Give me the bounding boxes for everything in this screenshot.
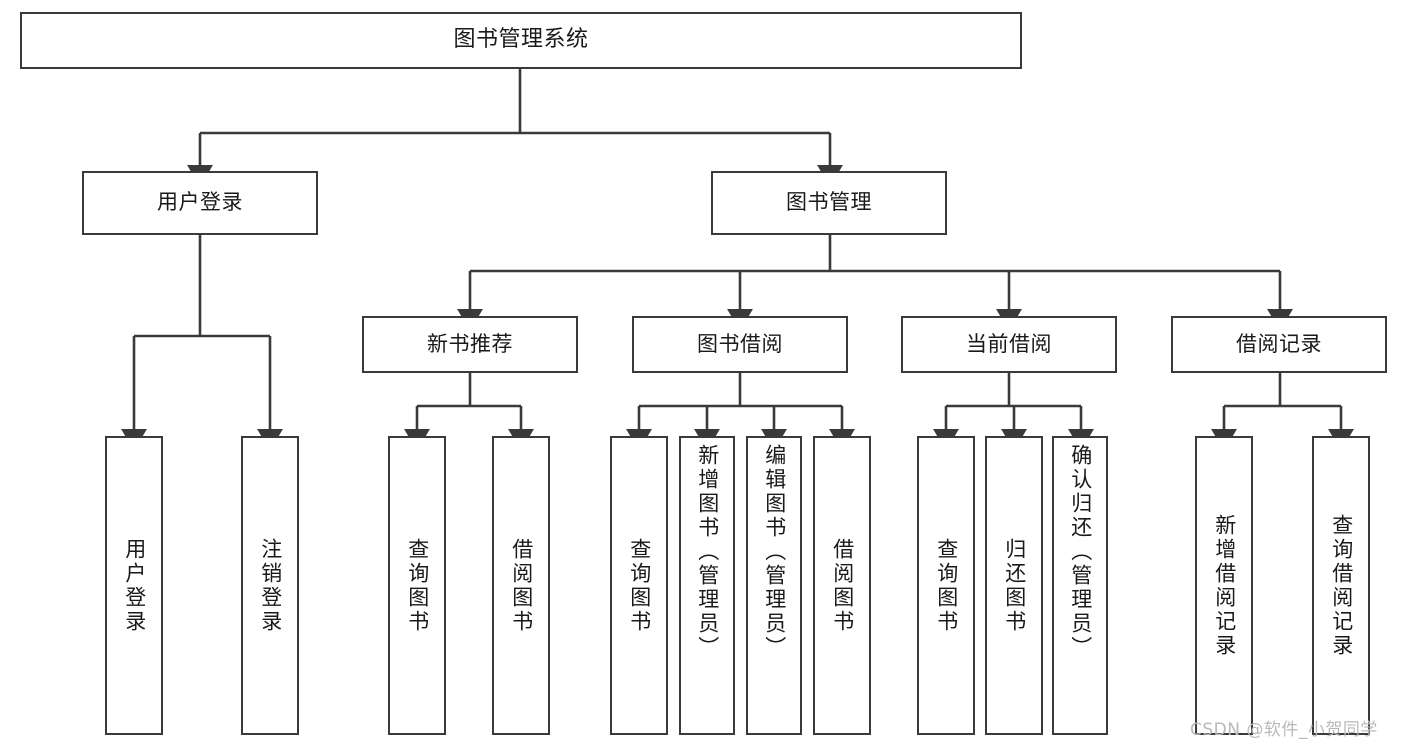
node-book-borrowing[interactable]: 图书借阅 [632,316,848,373]
node-book-management[interactable]: 图书管理 [711,171,947,235]
leaf-query-book-borrow[interactable]: 查询图书 [610,436,668,735]
node-borrowing-record[interactable]: 借阅记录 [1171,316,1387,373]
leaf-query-borrow-record[interactable]: 查询借阅记录 [1312,436,1370,735]
node-label: 用户登录 [157,190,243,215]
node-label: 编辑图书（管理员） [762,444,787,660]
leaf-logout-login[interactable]: 注销登录 [241,436,299,735]
node-label: 查询图书 [627,537,652,634]
node-label: 新增借阅记录 [1212,513,1237,658]
csdn-watermark: CSDN @软件_小贺同学 [1190,720,1378,740]
node-label: 当前借阅 [966,331,1052,356]
leaf-borrow-book-borrow[interactable]: 借阅图书 [813,436,871,735]
node-label: 归还图书 [1002,537,1027,634]
leaf-confirm-return-admin[interactable]: 确认归还（管理员） [1052,436,1108,735]
node-label: 图书借阅 [697,331,783,356]
node-new-book-recommendation[interactable]: 新书推荐 [362,316,578,373]
node-label: 借阅图书 [830,537,855,634]
node-label: 新书推荐 [427,331,513,356]
node-label: 新增图书（管理员） [695,444,720,660]
leaf-edit-book-admin[interactable]: 编辑图书（管理员） [746,436,802,735]
node-label: 确认归还（管理员） [1068,444,1093,660]
node-label: 用户登录 [122,537,147,634]
node-label: 图书管理 [786,190,872,215]
node-current-borrowing[interactable]: 当前借阅 [901,316,1117,373]
leaf-borrow-book-newbook[interactable]: 借阅图书 [492,436,550,735]
node-label: 查询借阅记录 [1329,513,1354,658]
leaf-user-login[interactable]: 用户登录 [105,436,163,735]
node-label: 注销登录 [258,537,283,634]
node-label: 查询图书 [405,537,430,634]
node-label: 查询图书 [934,537,959,634]
node-root-book-management-system[interactable]: 图书管理系统 [20,12,1022,69]
leaf-add-book-admin[interactable]: 新增图书（管理员） [679,436,735,735]
leaf-query-book-current[interactable]: 查询图书 [917,436,975,735]
node-label: 借阅图书 [509,537,534,634]
leaf-query-book-newbook[interactable]: 查询图书 [388,436,446,735]
leaf-add-borrow-record[interactable]: 新增借阅记录 [1195,436,1253,735]
leaf-return-book[interactable]: 归还图书 [985,436,1043,735]
node-label: 图书管理系统 [453,27,589,53]
node-label: 借阅记录 [1236,331,1322,356]
node-user-login[interactable]: 用户登录 [82,171,318,235]
